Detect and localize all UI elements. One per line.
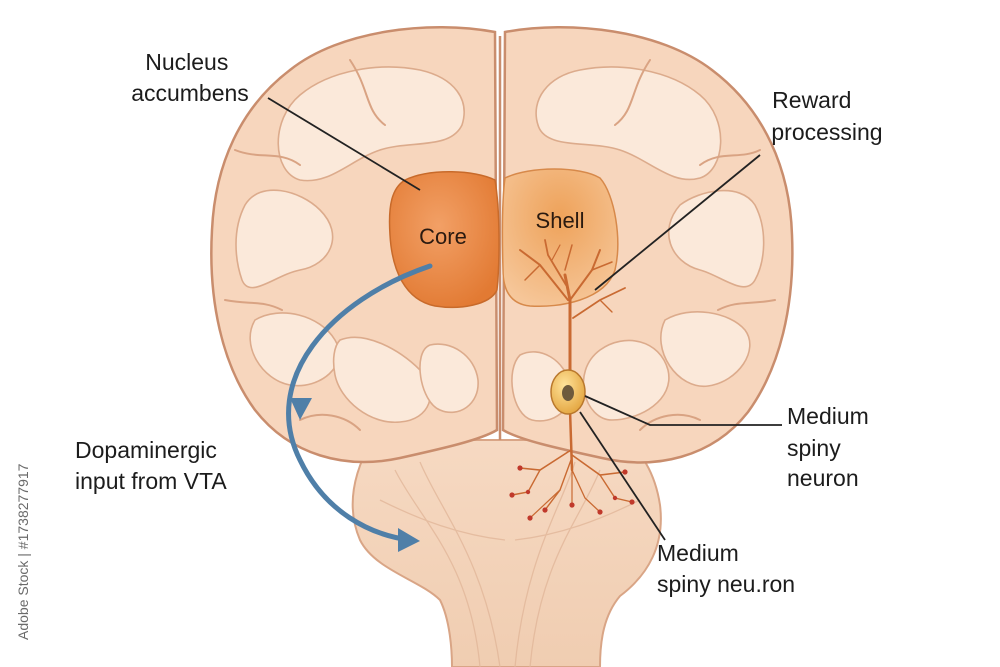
label-msn1-line3: neuron <box>787 465 859 491</box>
leader-medium-spiny-neuron-1 <box>584 395 782 426</box>
label-reward-processing-line2: processing <box>771 119 882 145</box>
leader-reward-processing <box>594 154 761 291</box>
watermark-text: Adobe Stock | #1738277917 <box>15 463 31 640</box>
label-nucleus-accumbens-line2: accumbens <box>131 80 249 106</box>
label-dopaminergic-line1: Dopaminergic <box>75 437 217 463</box>
label-msn1-line2: spiny <box>787 435 841 461</box>
label-medium-spiny-neuron-1: Medium spiny neuron <box>787 403 875 491</box>
label-dopaminergic-line2: input from VTA <box>75 468 227 494</box>
brainstem <box>351 439 662 667</box>
dopaminergic-arrow <box>286 263 433 552</box>
neuron-nucleus <box>562 385 574 401</box>
label-reward-processing-line1: Reward <box>772 87 851 113</box>
medium-spiny-neuron <box>511 239 633 519</box>
label-medium-spiny-neuron-2: Medium spiny neu.ron <box>657 540 795 597</box>
label-dopaminergic-input: Dopaminergic input from VTA <box>75 437 227 494</box>
label-nucleus-accumbens: Nucleus accumbens <box>131 49 249 106</box>
brainstem-fibers <box>379 461 641 667</box>
label-msn2-line1: Medium <box>657 540 739 566</box>
label-msn1-line1: Medium <box>787 403 869 429</box>
label-nucleus-accumbens-line1: Nucleus <box>145 49 228 75</box>
label-shell: Shell <box>536 208 585 233</box>
sulci <box>224 59 776 431</box>
label-reward-processing: Reward processing <box>771 87 882 145</box>
shell-region <box>501 168 619 308</box>
leader-nucleus-accumbens <box>267 97 421 191</box>
leader-medium-spiny-neuron-2 <box>579 411 666 541</box>
axon-terminals <box>509 465 635 521</box>
label-core: Core <box>419 224 467 249</box>
label-msn2-line2: spiny neu.ron <box>657 571 795 597</box>
